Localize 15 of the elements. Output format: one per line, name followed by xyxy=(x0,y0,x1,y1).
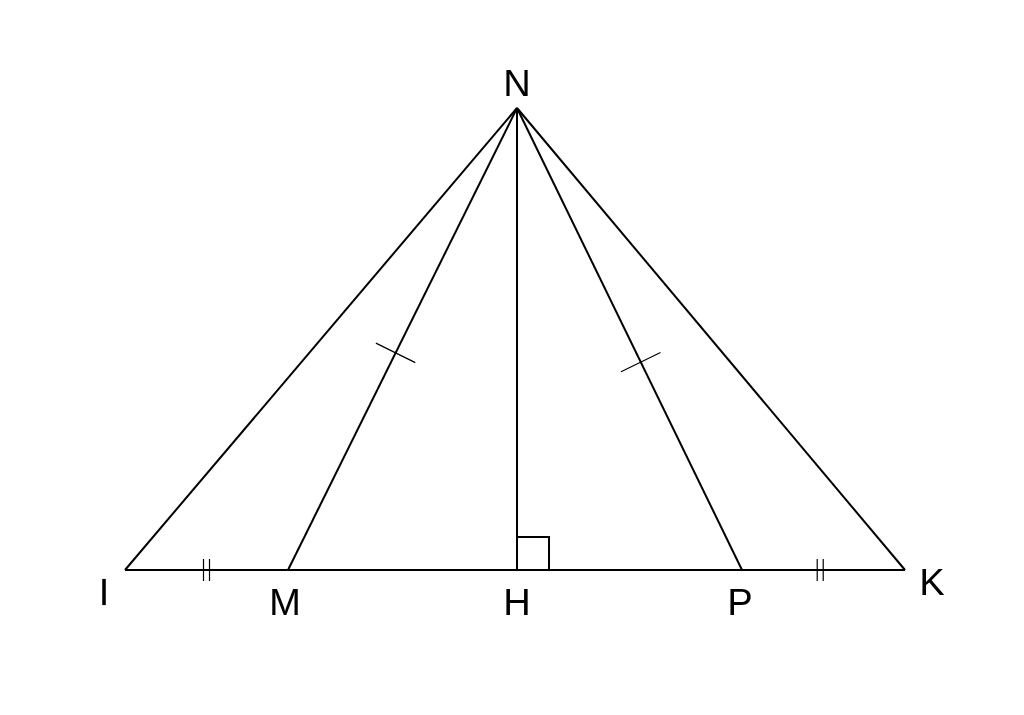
line-segment xyxy=(741,569,906,571)
line-segment xyxy=(124,107,518,571)
line-segment xyxy=(516,107,743,571)
point-label: I xyxy=(102,578,106,606)
line-segment xyxy=(516,107,518,571)
point-label: K xyxy=(922,568,945,596)
line-segment xyxy=(287,107,518,571)
line-segment xyxy=(516,107,906,571)
line-segment xyxy=(516,569,743,571)
line-segment xyxy=(287,569,518,571)
line-segment xyxy=(124,569,289,571)
point-label: N xyxy=(506,69,528,97)
point-label: P xyxy=(730,588,751,616)
point-label: H xyxy=(506,588,528,616)
point-label: M xyxy=(272,588,298,616)
